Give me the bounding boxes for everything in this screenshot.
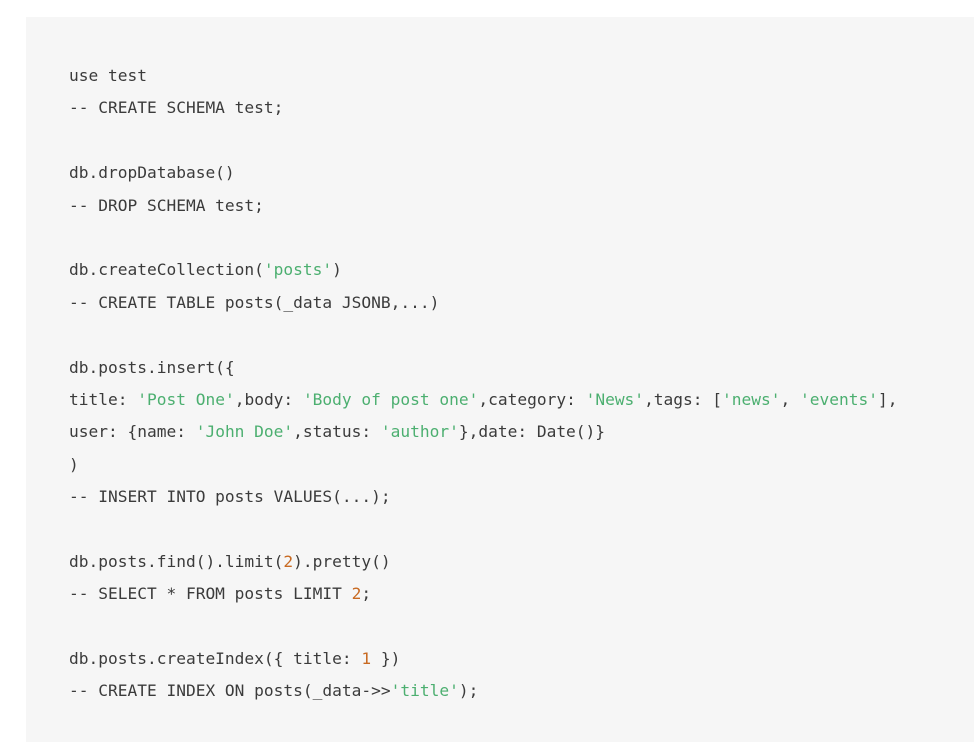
code-text: ); [458, 681, 479, 701]
code-text: ) [332, 260, 342, 280]
code-line: user: {name: 'John Doe',status: 'author'… [69, 416, 974, 448]
code-lines: use test -- CREATE SCHEMA test; db.dropDat… [69, 60, 974, 708]
code-text: }) [371, 649, 401, 669]
code-text: ; [361, 584, 372, 604]
code-line: use test [69, 60, 974, 92]
code-string: 'John Doe' [195, 422, 294, 442]
code-line: -- CREATE INDEX ON posts(_data->>'title'… [69, 675, 974, 707]
blank-line [69, 222, 974, 254]
code-text: db.posts.insert({ [69, 357, 235, 377]
blank-line [69, 125, 974, 157]
code-line: db.posts.insert({ [69, 352, 974, 384]
code-text: ).pretty() [293, 551, 391, 571]
code-number: 2 [283, 551, 294, 571]
code-text: use test [69, 66, 147, 85]
code-line: db.posts.createIndex({ title: 1 }) [69, 643, 974, 675]
code-text: ) [69, 454, 79, 474]
code-text: db.posts.find().limit( [69, 551, 284, 571]
code-string: 'author' [380, 422, 459, 442]
code-line: db.dropDatabase() [69, 157, 974, 189]
code-text: },date: Date()} [458, 422, 606, 442]
code-text: , [780, 389, 801, 409]
code-line: db.createCollection('posts') [69, 254, 974, 286]
code-text: db.dropDatabase() [69, 163, 235, 183]
blank-line [69, 611, 974, 643]
code-text: db.posts.createIndex({ title: [69, 649, 362, 669]
code-number: 1 [361, 649, 372, 669]
code-text: ,status: [293, 422, 381, 442]
code-line: -- SELECT * FROM posts LIMIT 2; [69, 578, 974, 610]
code-text: -- CREATE TABLE posts(_data JSONB,...) [69, 292, 440, 312]
code-string: 'News' [585, 389, 645, 409]
code-text: title: [69, 389, 138, 409]
code-text: -- CREATE INDEX ON posts(_data->> [69, 681, 391, 701]
code-number: 2 [351, 584, 362, 604]
code-string: 'Body of post one' [302, 389, 479, 409]
code-string: 'Post One' [137, 389, 235, 409]
code-line: -- CREATE SCHEMA test; [69, 92, 974, 124]
code-text: user: {name: [69, 422, 196, 442]
blank-line [69, 319, 974, 351]
code-line: title: 'Post One',body: 'Body of post on… [69, 384, 974, 416]
code-text: -- INSERT INTO posts VALUES(...); [69, 487, 391, 507]
code-text: ], [877, 389, 898, 409]
code-block: use test -- CREATE SCHEMA test; db.dropDat… [26, 17, 974, 742]
code-text: -- SELECT * FROM posts LIMIT [69, 584, 352, 604]
code-line: db.posts.find().limit(2).pretty() [69, 546, 974, 578]
code-string: 'events' [800, 389, 878, 409]
code-text: ,category: [478, 389, 586, 409]
code-text: db.createCollection( [69, 260, 264, 280]
code-line: ) [69, 449, 974, 481]
code-text: -- CREATE SCHEMA test; [69, 98, 284, 118]
code-text: -- DROP SCHEMA test; [69, 195, 264, 215]
code-text: ,body: [234, 389, 303, 409]
code-string: 'title' [390, 681, 459, 701]
code-string: 'news' [722, 389, 781, 409]
code-string: 'posts' [263, 260, 333, 280]
blank-line [69, 513, 974, 545]
code-line: -- CREATE TABLE posts(_data JSONB,...) [69, 287, 974, 319]
code-line: -- INSERT INTO posts VALUES(...); [69, 481, 974, 513]
code-line: -- DROP SCHEMA test; [69, 190, 974, 222]
code-text: ,tags: [ [644, 389, 723, 409]
